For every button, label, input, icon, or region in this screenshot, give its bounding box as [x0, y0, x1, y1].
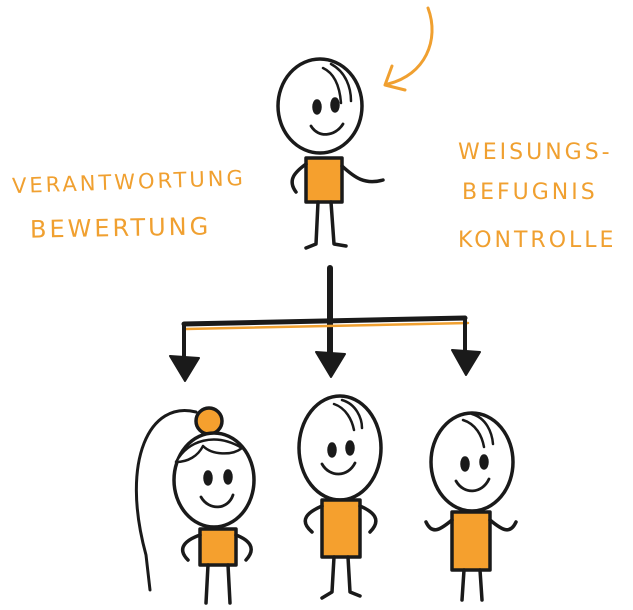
stick-figure-manager: [276, 57, 385, 250]
pointer-arrow-icon: [383, 6, 434, 92]
label-kontrolle: KONTROLLE: [458, 228, 617, 253]
stick-figure-man-right: [424, 411, 518, 602]
label-weisungs: WEISUNGS-: [458, 140, 613, 165]
stick-figure-woman: [134, 406, 256, 605]
label-bewertung: BEWERTUNG: [29, 212, 212, 244]
stick-figure-man-center: [297, 394, 383, 600]
org-connector: [169, 265, 481, 382]
label-befugnis: BEFUGNIS: [462, 180, 598, 205]
